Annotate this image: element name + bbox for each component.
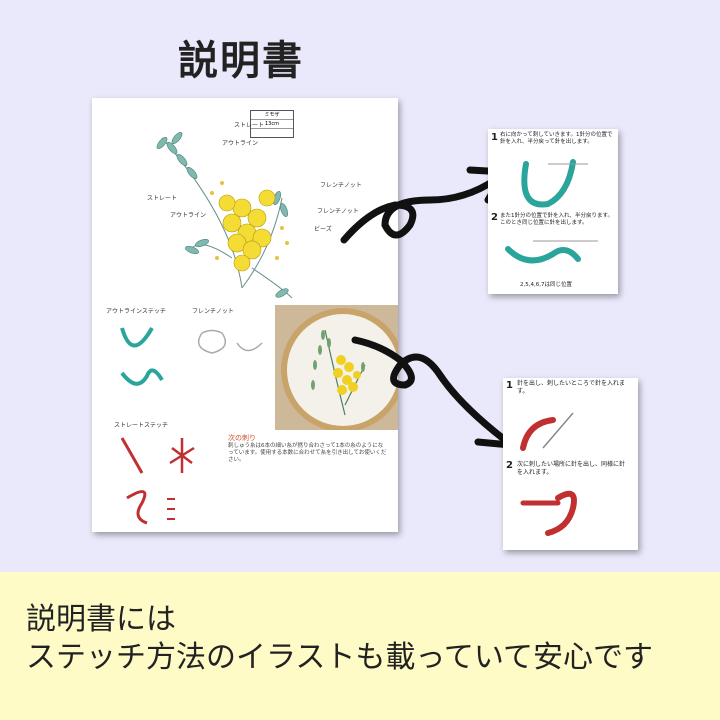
step-number: 2 [506,460,513,471]
step-number: 1 [506,380,513,391]
annotation-label: フレンチノット [320,182,362,189]
straight-step1-diagram [520,412,574,451]
note-title: 次の刺り [228,434,256,442]
caption-banner: 説明書には ステッチ方法のイラストも載っていて安心です [0,572,720,720]
step-text: 右に向かって刺していきます。1針分の位置で針を入れ、半分戻って針を出します。 [500,132,613,145]
section-heading-french: フレンチノット [192,308,234,315]
annotation-label: フレンチノット [317,208,359,215]
outline-stitch-card: 1 右に向かって刺していきます。1針分の位置で針を入れ、半分戻って針を出します。… [488,129,618,294]
step-text: 針を出し、刺したいところで針を入れます。 [517,380,626,395]
card-footer-note: 2,5,4,6,7は同じ位置 [520,282,572,288]
step-text: また1針分の位置で針を入れ、半分戻ります。このとき同じ位置に針を出します。 [500,213,614,226]
annotation-label: ストレート [147,195,178,202]
step-text: 次に刺したい場所に針を出し、同様に針を入れます。 [517,461,626,476]
annotation-label: ストレート [234,122,265,129]
straight-step2-diagram [520,490,577,536]
mimosa-illustration [156,132,293,298]
annotation-label: アウトライン [222,140,259,147]
annotation-label: アウトライン [170,212,207,219]
outline-step1-diagram [521,159,588,208]
size-label: 13cm [251,120,293,129]
outline-step2-diagram [505,240,598,264]
page-title: 説明書 [178,38,304,84]
embroidery-photo [275,305,398,430]
straight-stitch-card: 1 針を出し、刺したいところで針を入れます。 2 次に刺したい場所に針を出し、同… [503,378,638,550]
step-number: 1 [491,132,498,143]
section-heading-outline: アウトラインステッチ [106,308,166,315]
note-text: 刺しゅう糸は6本の細い糸が撚り合わさって1本の糸のようになっています。使用する本… [228,443,387,463]
step-number: 2 [491,212,498,223]
caption-line-1: 説明書には [26,602,176,637]
caption-line-2: ステッチ方法のイラストも載っていて安心です [26,640,653,675]
stitch-diagrams [120,326,263,525]
product-label-box: ミモザ 13cm [250,110,294,138]
annotation-label: ビーズ [314,226,332,233]
product-label: ミモザ [251,111,293,120]
section-heading-straight: ストレートステッチ [114,422,169,429]
hoop-image [275,305,398,430]
